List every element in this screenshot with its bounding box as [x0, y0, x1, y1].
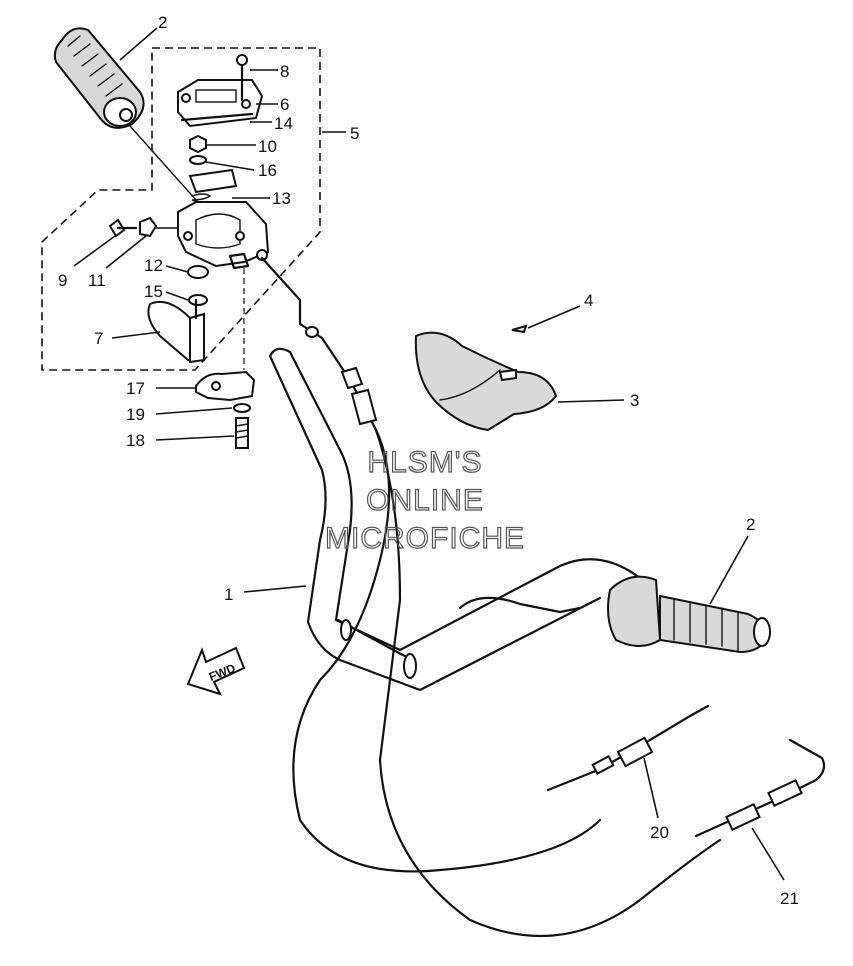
watermark-line-2: ONLINE: [366, 484, 484, 517]
callout-numbers: 2 8 6 14 5 10 16 13 9 11 12 15 7 17 19 1…: [58, 13, 799, 908]
callout-17: 17: [126, 379, 145, 398]
washer-19: [233, 403, 251, 413]
leader-lines: [73, 27, 785, 881]
callout-9: 9: [58, 271, 67, 290]
bolt-9: [108, 218, 138, 238]
watermark: HLSM'S ONLINE MICROFICHE: [324, 445, 525, 555]
callout-10: 10: [258, 137, 277, 156]
handlebar-pad: [414, 331, 558, 432]
forward-arrow-icon: FWD: [186, 646, 246, 696]
callout-12: 12: [144, 256, 163, 275]
callout-3: 3: [630, 391, 639, 410]
callout-2-right: 2: [746, 515, 755, 534]
callout-1: 1: [224, 585, 233, 604]
callout-4: 4: [584, 291, 593, 310]
callout-16: 16: [258, 161, 277, 180]
part-4: [511, 324, 528, 334]
callout-2-left: 2: [158, 13, 167, 32]
callout-21: 21: [780, 889, 799, 908]
nut-11: [139, 216, 158, 238]
spring-13: [188, 168, 238, 207]
callout-15: 15: [144, 282, 163, 301]
switch-housing: [177, 201, 270, 270]
bolt-18: [235, 417, 249, 449]
callout-14: 14: [274, 114, 293, 133]
screw-8: [236, 54, 248, 102]
cable-21: [694, 738, 826, 838]
right-grip: [607, 575, 771, 654]
switch-assembly-outline: [41, 47, 321, 371]
washer-12: [187, 265, 209, 279]
left-grip: [53, 27, 145, 129]
throttle-cable-20: [546, 704, 710, 792]
lever-7: [147, 298, 205, 364]
callout-7: 7: [94, 329, 103, 348]
cable-routing: [260, 256, 722, 938]
nut-10: [189, 134, 207, 154]
clamp-17: [195, 370, 256, 402]
switch-cover: [177, 79, 264, 128]
watermark-line-1: HLSM'S: [367, 446, 482, 479]
washer-16: [189, 155, 207, 165]
callout-6: 6: [280, 95, 289, 114]
watermark-line-3: MICROFICHE: [325, 522, 525, 555]
washer-15: [188, 294, 208, 306]
callout-20: 20: [650, 823, 669, 842]
handlebar: [268, 347, 642, 692]
callout-18: 18: [126, 431, 145, 450]
callout-19: 19: [126, 405, 145, 424]
callout-13: 13: [272, 189, 291, 208]
callout-5: 5: [350, 124, 359, 143]
callout-8: 8: [280, 62, 289, 81]
callout-11: 11: [88, 271, 106, 290]
